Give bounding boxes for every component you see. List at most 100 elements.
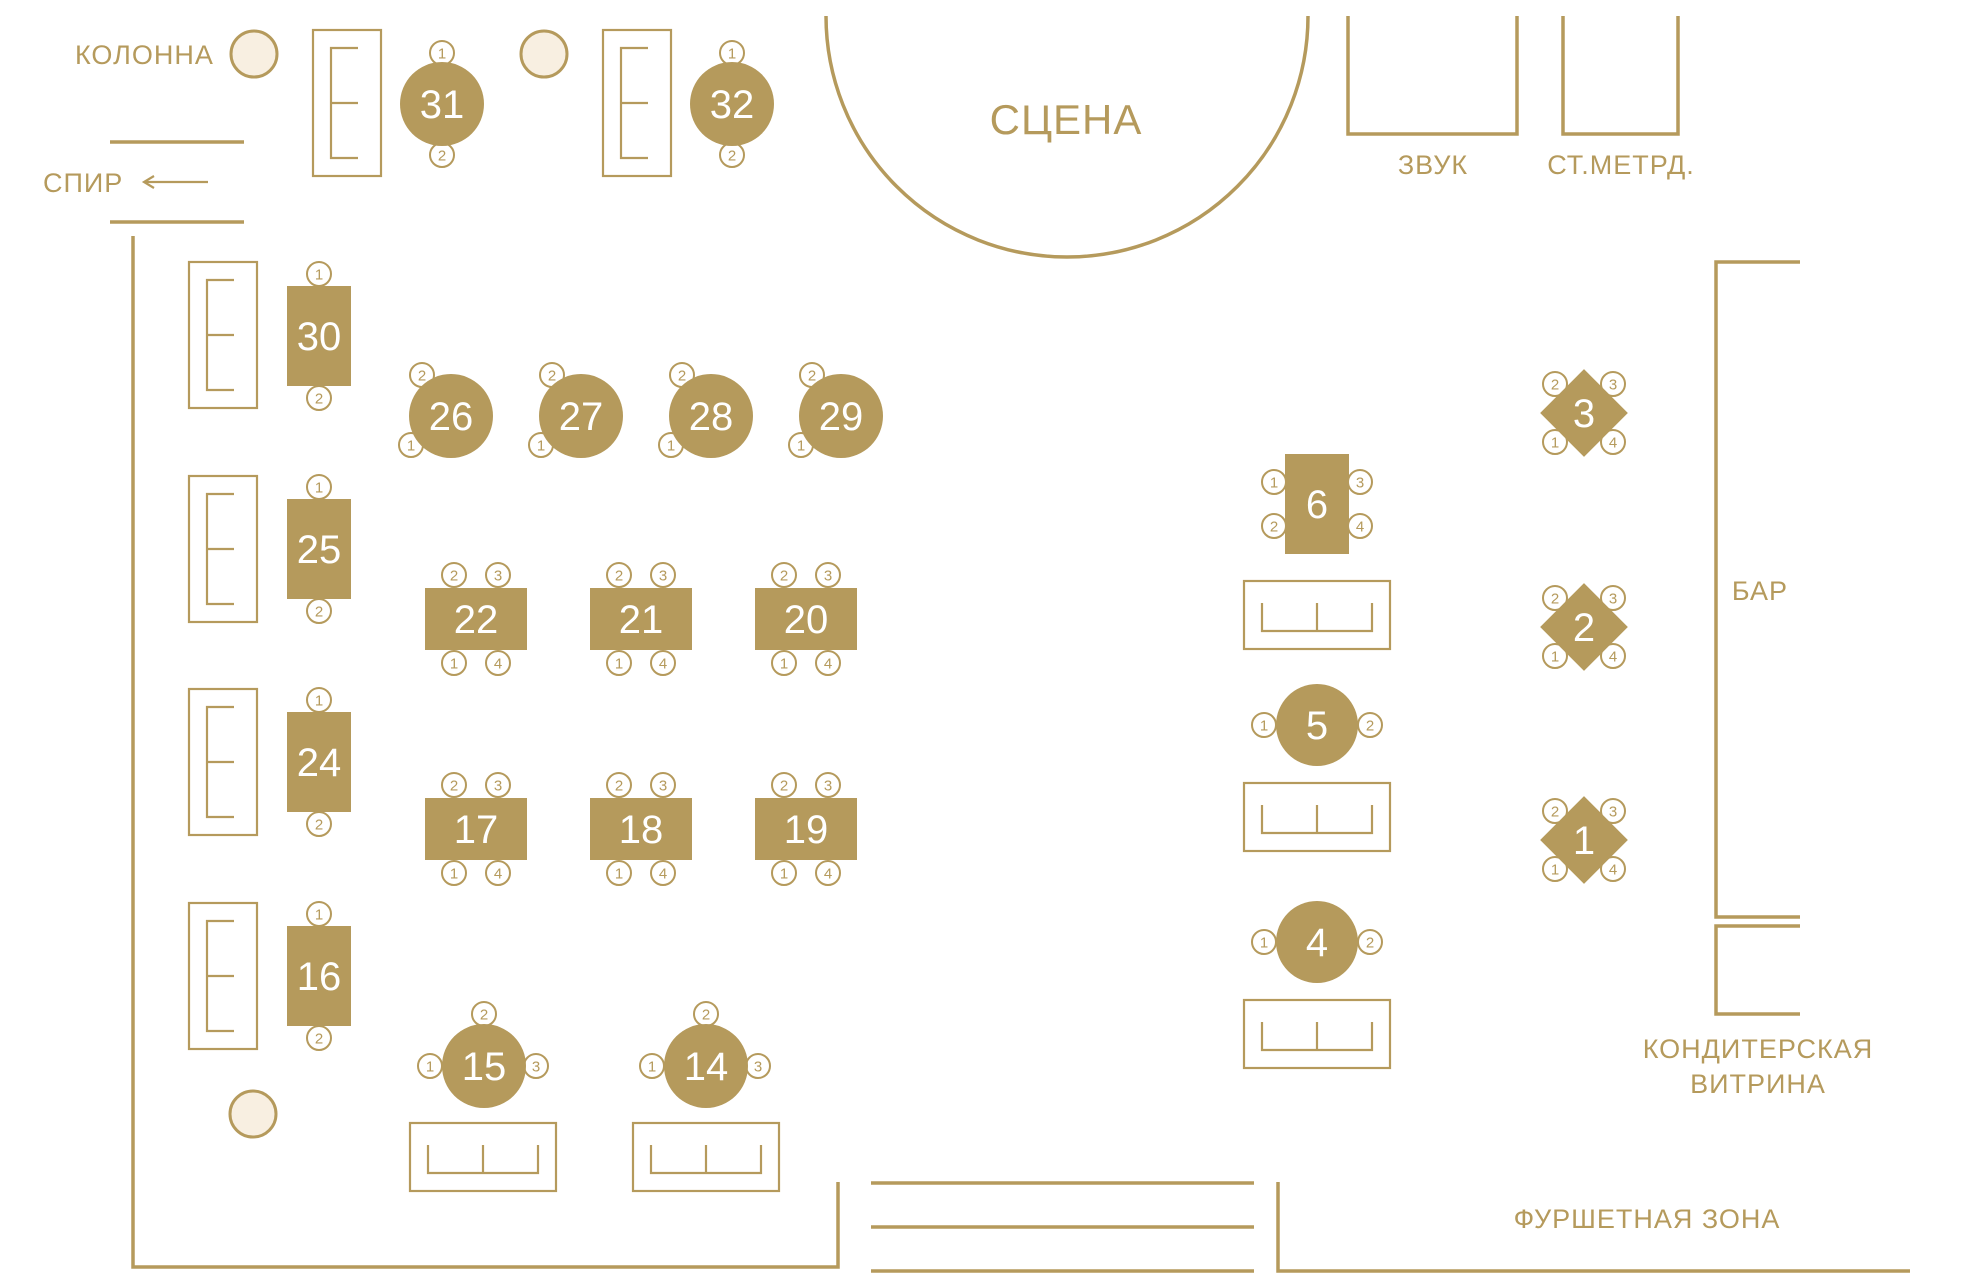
table-top[interactable]	[690, 62, 774, 146]
seat[interactable]: 1	[306, 687, 332, 713]
seat[interactable]: 1	[606, 860, 632, 886]
table-top[interactable]	[1276, 901, 1358, 983]
seat[interactable]: 4	[815, 650, 841, 676]
seat[interactable]: 2	[306, 385, 332, 411]
table-top[interactable]	[799, 374, 883, 458]
seat[interactable]: 1	[1251, 929, 1277, 955]
seat[interactable]: 2	[719, 142, 745, 168]
seat[interactable]: 2	[1542, 585, 1568, 611]
seat[interactable]: 1	[429, 40, 455, 66]
seat[interactable]: 2	[1357, 929, 1383, 955]
seat[interactable]: 2	[693, 1001, 719, 1027]
table-top[interactable]	[400, 62, 484, 146]
seat[interactable]: 4	[815, 860, 841, 886]
seat[interactable]: 2	[306, 1025, 332, 1051]
seat[interactable]: 1	[1542, 429, 1568, 455]
seat[interactable]: 1	[1251, 712, 1277, 738]
seat[interactable]: 4	[485, 650, 511, 676]
seat[interactable]: 3	[650, 562, 676, 588]
table-top[interactable]	[287, 712, 351, 812]
table-top[interactable]	[425, 798, 527, 860]
table-top[interactable]	[590, 798, 692, 860]
seat[interactable]: 1	[1542, 856, 1568, 882]
seat[interactable]: 1	[441, 650, 467, 676]
seat[interactable]: 3	[1600, 371, 1626, 397]
table-top[interactable]	[425, 588, 527, 650]
seat[interactable]: 1	[306, 261, 332, 287]
table-top[interactable]	[590, 588, 692, 650]
seat[interactable]: 1	[719, 40, 745, 66]
seat[interactable]: 4	[650, 860, 676, 886]
table-top[interactable]	[287, 499, 351, 599]
table-top[interactable]	[287, 286, 351, 386]
table-top[interactable]	[664, 1024, 748, 1108]
seat[interactable]: 4	[1600, 429, 1626, 455]
seat[interactable]: 4	[1600, 856, 1626, 882]
seat[interactable]: 2	[441, 562, 467, 588]
table-top[interactable]	[287, 926, 351, 1026]
table-top[interactable]	[755, 798, 857, 860]
table-top[interactable]	[442, 1024, 526, 1108]
table-top[interactable]	[1540, 583, 1628, 671]
seat[interactable]: 3	[1347, 469, 1373, 495]
table-top[interactable]	[1540, 369, 1628, 457]
seat[interactable]: 4	[1347, 513, 1373, 539]
seat[interactable]: 2	[606, 772, 632, 798]
table-top[interactable]	[409, 374, 493, 458]
seat[interactable]: 2	[306, 811, 332, 837]
seat[interactable]: 1	[639, 1053, 665, 1079]
seat[interactable]: 2	[1261, 513, 1287, 539]
seat[interactable]: 3	[485, 562, 511, 588]
seat[interactable]: 1	[1261, 469, 1287, 495]
seat[interactable]: 1	[771, 860, 797, 886]
seat[interactable]: 1	[1542, 643, 1568, 669]
table-top[interactable]	[755, 588, 857, 650]
seat[interactable]: 1	[417, 1053, 443, 1079]
table-top[interactable]	[669, 374, 753, 458]
seat[interactable]: 3	[1600, 585, 1626, 611]
seat[interactable]: 4	[1600, 643, 1626, 669]
table-top[interactable]	[539, 374, 623, 458]
seat[interactable]: 2	[306, 598, 332, 624]
seat[interactable]: 3	[815, 562, 841, 588]
seat[interactable]: 3	[745, 1053, 771, 1079]
seat[interactable]: 2	[1542, 371, 1568, 397]
seat[interactable]: 1	[441, 860, 467, 886]
seat[interactable]: 2	[1542, 798, 1568, 824]
seat[interactable]: 1	[306, 901, 332, 927]
seat[interactable]: 2	[771, 772, 797, 798]
table-top[interactable]	[1285, 454, 1349, 554]
seat[interactable]: 3	[485, 772, 511, 798]
seat[interactable]: 2	[429, 142, 455, 168]
seat[interactable]: 1	[306, 474, 332, 500]
seat[interactable]: 1	[771, 650, 797, 676]
seat[interactable]: 3	[815, 772, 841, 798]
seat[interactable]: 4	[485, 860, 511, 886]
seat[interactable]: 2	[471, 1001, 497, 1027]
seat[interactable]: 3	[650, 772, 676, 798]
